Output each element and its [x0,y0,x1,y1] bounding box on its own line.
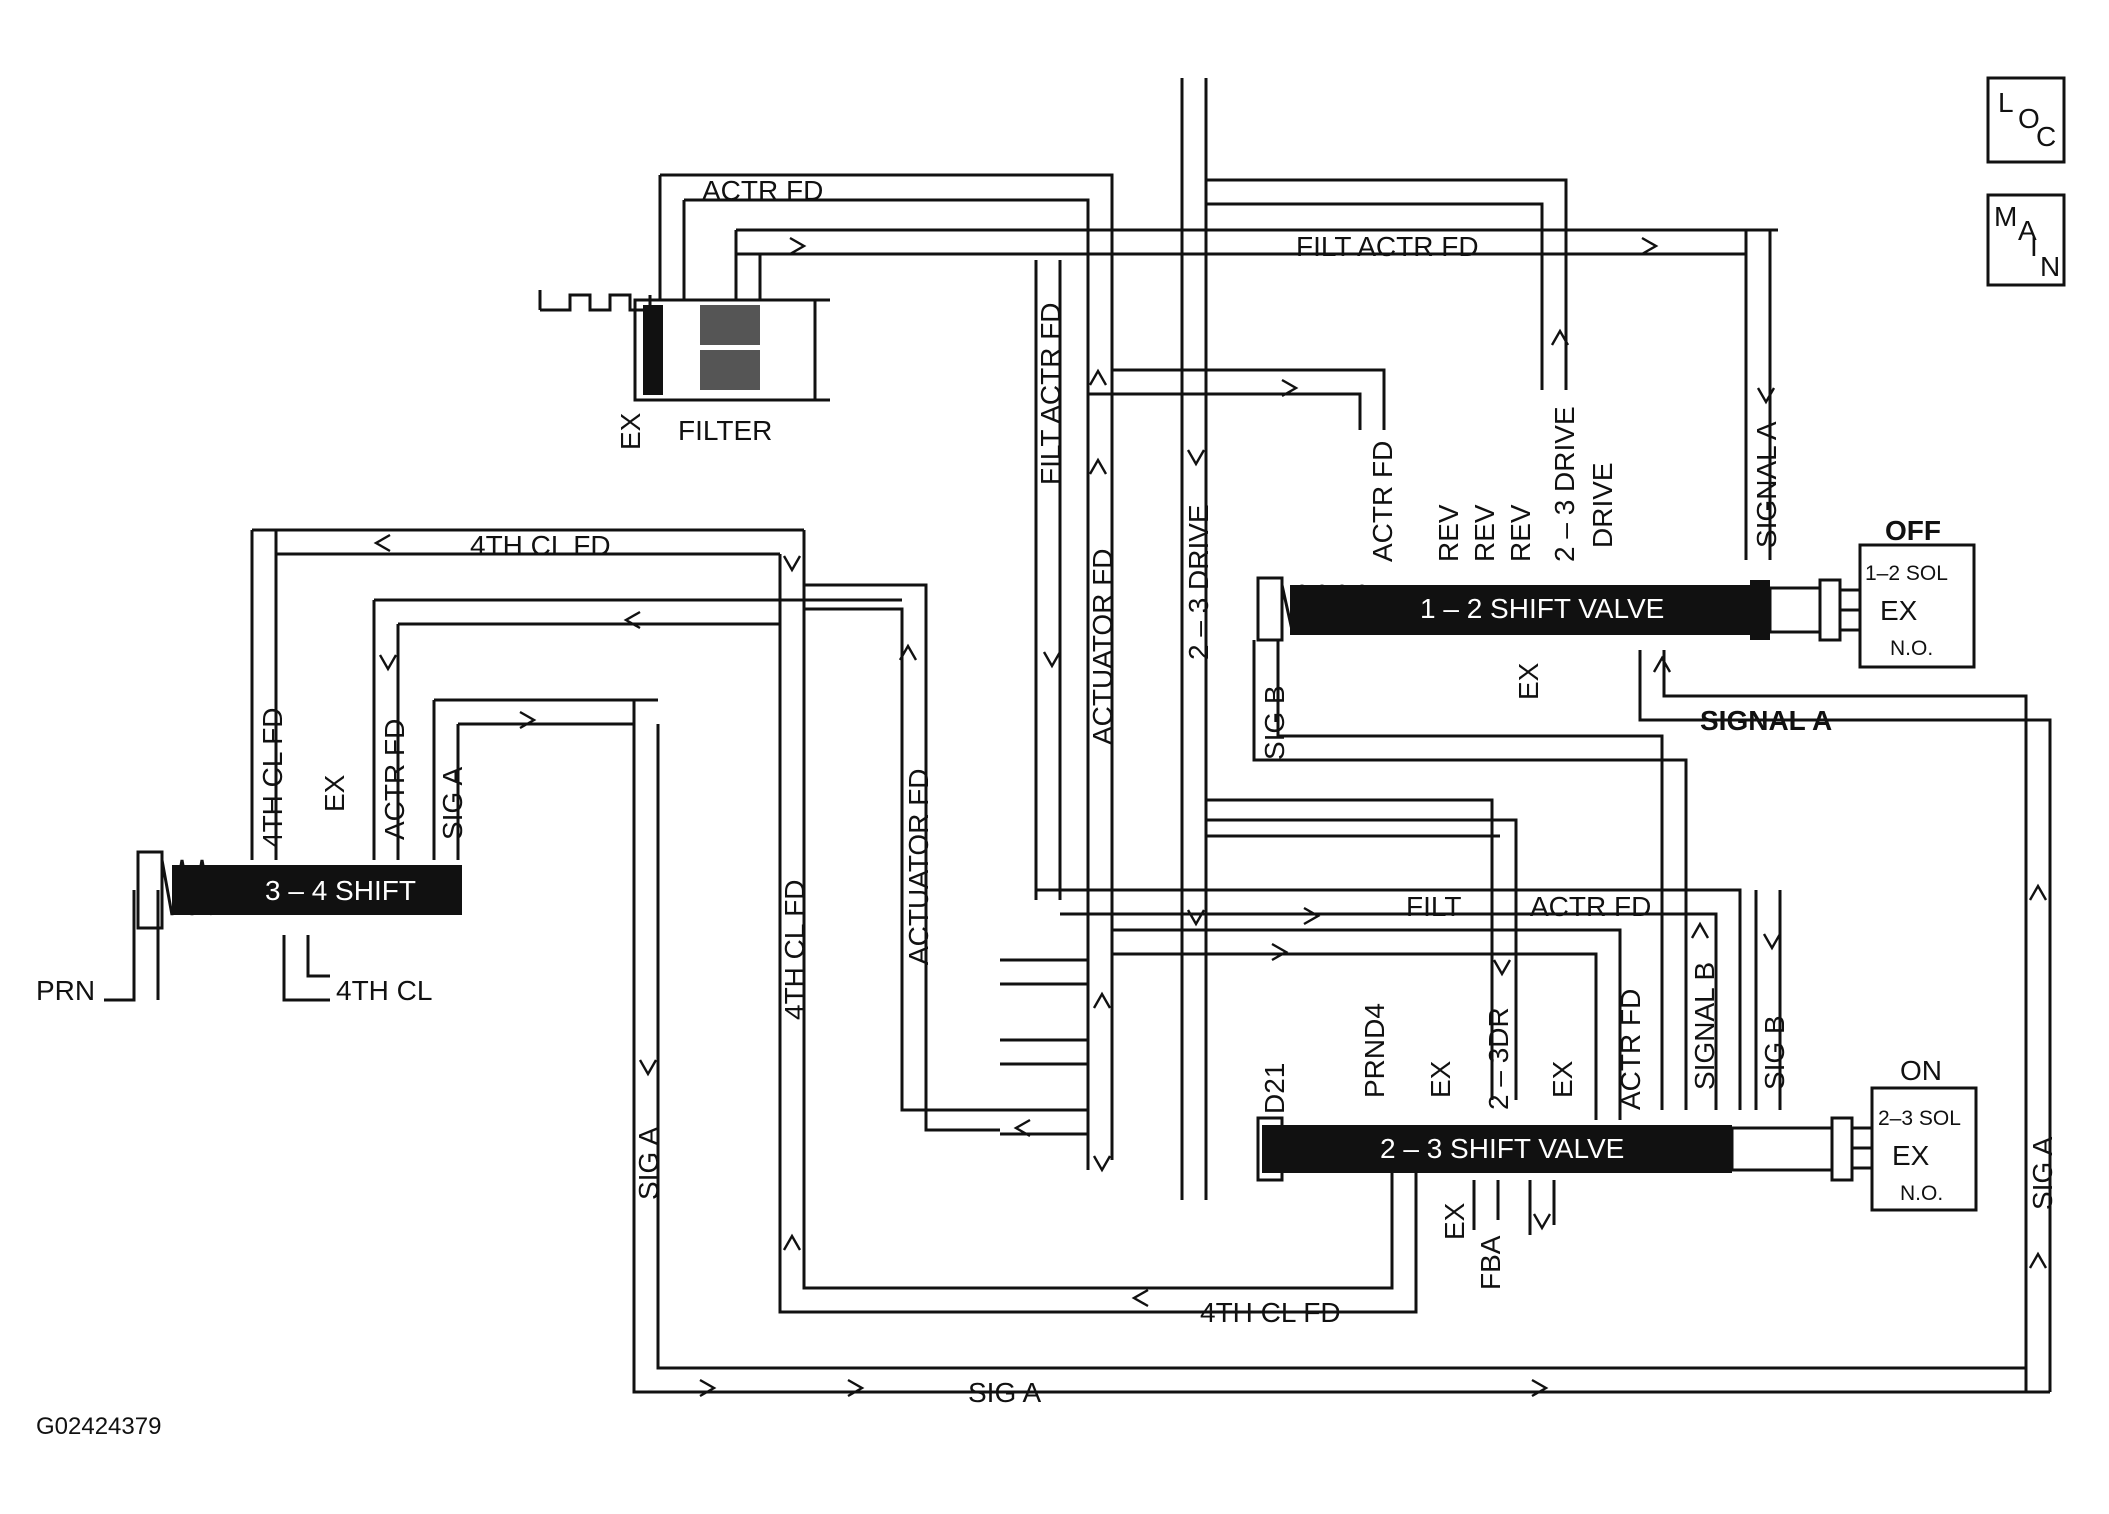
label-sig-b-vert: SIG B [1759,1015,1790,1090]
shift-valve-3-4: 3 – 4 SHIFT [136,850,462,930]
label-v12-rev-1: REV [1433,504,1464,562]
solenoid-1-2-label: 1–2 SOL [1865,562,1948,585]
label-v12-drive: DRIVE [1587,462,1618,548]
label-actuator-fd-left: ACTUATOR FD [903,768,934,965]
label-signal-b-vert: SIGNAL B [1689,962,1720,1090]
label-filt-actr-fd-top: FILT ACTR FD [1296,231,1479,262]
label-v23-ex-low: EX [1439,1202,1470,1240]
label-filt-mid: FILT [1406,891,1461,922]
svg-text:A: A [2018,215,2037,246]
solenoid-2-3-no: N.O. [1900,1182,1943,1205]
solenoid-2-3-state: ON [1900,1055,1942,1086]
label-v12-2-3-drive: 2 – 3 DRIVE [1549,406,1580,562]
label-v23-d21: D21 [1259,1063,1290,1114]
label-actr-fd-top: ACTR FD [702,175,823,206]
label-signal-a-h: SIGNAL A [1700,705,1832,736]
label-v12-rev-3: REV [1505,504,1536,562]
solenoid-1-2-box [1858,543,1976,669]
figure-id: G02424379 [36,1413,161,1440]
shift-valve-2-3: 2 – 3 SHIFT VALVE ON 2–3 SOL EX N.O. [1256,1055,1978,1212]
fluid-passages [104,78,2052,1394]
label-v34-sig-a: SIG A [437,767,468,840]
label-prn: PRN [36,975,95,1006]
label-4th-cl-fd-v34: 4TH CL FD [257,707,288,848]
main-button[interactable]: M A I N [1986,193,2066,287]
solenoid-1-2-ex: EX [1880,595,1918,626]
label-actuator-fd-mid: ACTUATOR FD [1087,548,1118,745]
loc-button[interactable]: L O C [1986,76,2066,164]
svg-text:I: I [2030,231,2038,262]
label-v23-ex-1: EX [1425,1060,1456,1098]
solenoid-2-3-label: 2–3 SOL [1878,1107,1961,1130]
valve-1-2-label: 1 – 2 SHIFT VALVE [1420,593,1664,624]
label-sig-a-vert-left: SIG A [633,1127,664,1200]
solenoid-2-3-box [1870,1086,1978,1212]
solenoid-1-2-no: N.O. [1890,637,1933,660]
label-filt-actr-fd-vert: FILT ACTR FD [1035,302,1066,485]
label-actr-fd-mid: ACTR FD [1530,891,1651,922]
filter-label: FILTER [678,415,772,446]
svg-text:L: L [1998,87,2014,118]
solenoid-2-3-ex: EX [1892,1140,1930,1171]
label-v23-prnd4: PRND4 [1359,1003,1390,1098]
label-v12-actr-fd: ACTR FD [1367,441,1398,562]
valve-2-3-label: 2 – 3 SHIFT VALVE [1380,1133,1624,1164]
label-2-3-drive-vert: 2 – 3 DRIVE [1183,504,1214,660]
svg-text:N: N [2040,251,2060,282]
label-v34-4th-cl: 4TH CL [336,975,432,1006]
svg-text:C: C [2036,121,2056,152]
filter: EX FILTER [538,290,830,450]
svg-text:M: M [1994,201,2017,232]
label-v12-rev-2: REV [1469,504,1500,562]
label-v23-actr-fd: ACTR FD [1615,989,1646,1110]
shift-valve-1-2: 1 – 2 SHIFT VALVE OFF 1–2 SOL EX N.O. [1256,515,1976,669]
solenoid-1-2-state: OFF [1885,515,1941,546]
label-v34-actr-fd: ACTR FD [379,719,410,840]
svg-text:O: O [2018,103,2040,134]
flow-arrows [373,236,2048,1398]
valve-3-4-label: 3 – 4 SHIFT [265,875,416,906]
label-v23-2-3dr: 2 – 3DR [1483,1007,1514,1110]
label-4th-cl-fd-vert: 4TH CL FD [779,879,810,1020]
filter-ex-label: EX [615,412,646,450]
label-v12-ex: EX [1513,662,1544,700]
label-sig-b-v12: SIG B [1259,685,1290,760]
label-v23-fba: FBA [1475,1235,1506,1290]
label-4th-cl-fd-top: 4TH CL FD [470,530,611,561]
passage-labels: ACTR FD FILT ACTR FD FILT ACTR FD ACTUAT… [36,175,2058,1440]
label-v23-ex-2: EX [1547,1060,1578,1098]
label-v12-signal-a: SIGNAL A [1751,421,1782,548]
label-4th-cl-fd-bottom: 4TH CL FD [1200,1297,1341,1328]
label-sig-a-right: SIG A [2027,1137,2058,1210]
label-v34-ex: EX [319,774,350,812]
label-sig-a-bottom: SIG A [968,1377,1041,1408]
